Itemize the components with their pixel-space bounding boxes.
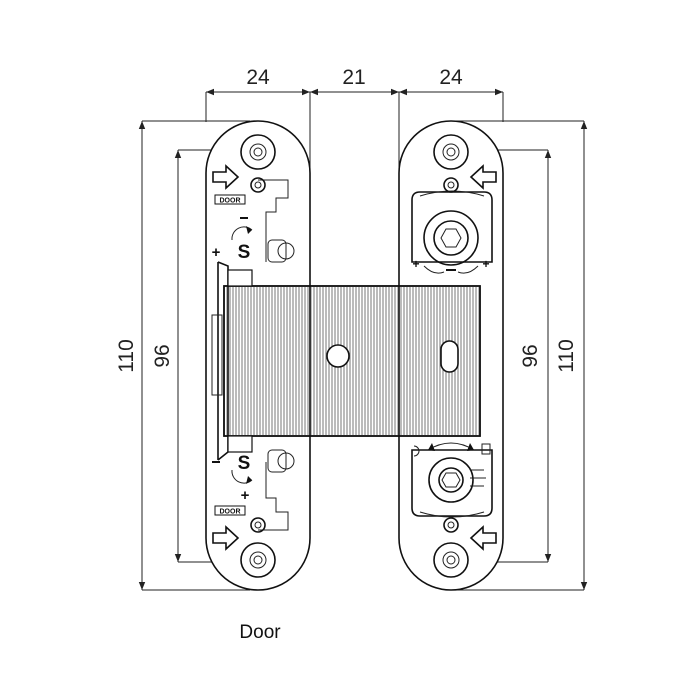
svg-text:+: +: [482, 257, 489, 271]
pivot-slot-hole: [440, 340, 459, 373]
left-bottom-screw-hole: [240, 542, 276, 578]
right-top-screw-hole: [433, 134, 469, 170]
dimension-right-outer: 110: [555, 339, 578, 372]
dimension-top-right: 24: [439, 66, 463, 89]
height-adjust-bottom: S +: [212, 449, 295, 504]
pivot-body: [223, 269, 481, 453]
lateral-adjust-cam-top: + +: [412, 210, 490, 274]
arrow-left-icon: [469, 164, 497, 190]
arrow-left-icon: [469, 525, 497, 551]
right-small-screw-top: [443, 177, 459, 193]
adjust-symbol-bottom: S: [238, 453, 251, 474]
dimension-right-inner: 96: [519, 344, 542, 367]
left-small-screw-top: [250, 177, 266, 193]
dimension-left-inner: 96: [151, 344, 174, 367]
door-marking-top: DOOR: [220, 198, 241, 205]
dimension-top-left: 24: [246, 66, 270, 89]
right-bottom-screw-hole: [433, 542, 469, 578]
door-caption: Door: [239, 622, 281, 643]
arrow-right-icon: [212, 164, 240, 190]
left-small-screw-bottom: [250, 517, 266, 533]
svg-text:+: +: [212, 244, 221, 261]
dimension-top-middle: 21: [342, 66, 365, 89]
right-small-screw-bottom: [443, 517, 459, 533]
dimension-left-outer: 110: [115, 339, 138, 372]
door-marking-bottom: DOOR: [220, 509, 241, 516]
right-dimension-lines: [455, 120, 588, 591]
adjust-symbol-top: S: [238, 242, 251, 263]
svg-text:+: +: [412, 257, 419, 271]
svg-text:+: +: [241, 487, 250, 504]
pivot-round-hole: [326, 344, 350, 368]
arrow-right-icon: [212, 525, 240, 551]
left-top-screw-hole: [240, 134, 276, 170]
height-adjust-top: S +: [212, 217, 295, 263]
depth-adjust-cam-bottom: [413, 442, 491, 503]
